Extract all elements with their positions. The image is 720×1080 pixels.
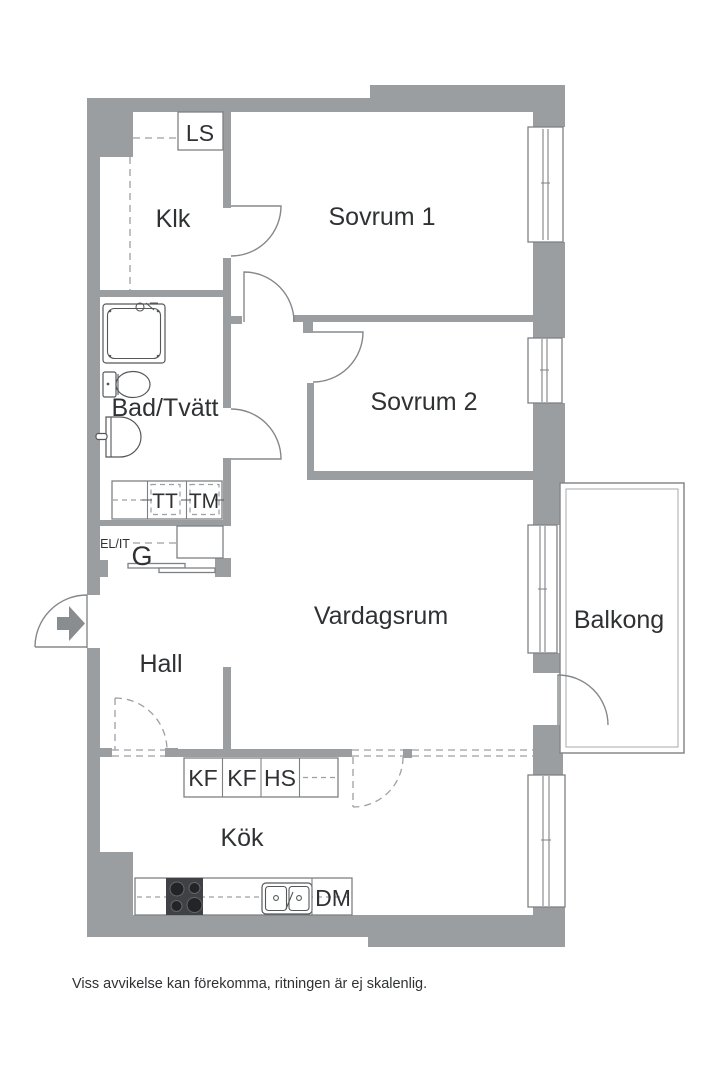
wall-segment <box>307 383 314 480</box>
label-kf2: KF <box>227 765 256 791</box>
wall-segment <box>87 98 100 595</box>
entrance-arrow-icon <box>57 606 85 641</box>
label-kok: Kök <box>220 824 264 852</box>
wall-segment <box>311 471 533 480</box>
wall-segment <box>293 315 533 322</box>
dashed-door-kok <box>352 756 404 808</box>
wall-segment <box>533 725 563 775</box>
opening-dash-vardagsrum <box>412 749 533 757</box>
wall-segment <box>100 560 108 577</box>
sliding-door-rail <box>127 562 186 569</box>
dashed-door-hall <box>114 697 168 751</box>
doors-layer <box>34 205 609 726</box>
kitchen-cabinet-row <box>183 757 339 798</box>
door-sovrum1 <box>243 271 295 323</box>
toilet-icon <box>102 370 151 399</box>
wall-segment <box>223 458 231 520</box>
laundry-bench <box>111 480 224 520</box>
door-klk <box>230 205 282 257</box>
label-kf1: KF <box>188 765 217 791</box>
sliding-door-rail <box>158 567 216 574</box>
window-sovrum2 <box>527 337 563 404</box>
wall-segment <box>533 242 565 338</box>
label-vardagsrum: Vardagsrum <box>314 602 448 630</box>
door-balkong <box>557 674 609 726</box>
opening-dash-hall <box>112 749 165 757</box>
wall-segment <box>165 748 178 757</box>
window-sovrum1 <box>527 126 564 243</box>
wall-segment <box>100 520 231 526</box>
wall-segment <box>403 749 412 758</box>
wall-segment <box>533 653 563 673</box>
label-tt: TT <box>152 490 178 513</box>
label-hs: HS <box>264 765 296 791</box>
disclaimer-text: Viss avvikelse kan förekomma, ritningen … <box>72 976 427 992</box>
door-sovrum2 <box>312 331 364 383</box>
wall-segment <box>223 320 231 408</box>
windows-layer <box>527 126 566 908</box>
ls-closet-box <box>177 111 224 151</box>
label-g: G <box>131 541 152 571</box>
bathroom-sink-icon <box>95 416 142 458</box>
fixtures-layer <box>95 111 353 916</box>
stove-icon <box>166 878 203 915</box>
wall-segment <box>87 915 368 937</box>
wall-segment <box>87 648 100 852</box>
wall-segment <box>231 316 242 324</box>
wall-segment <box>533 85 565 127</box>
wall-segment <box>87 98 133 157</box>
kitchen-counter <box>134 877 353 916</box>
klk-wardrobe-dash <box>129 137 178 290</box>
shower-icon <box>102 302 166 364</box>
label-balkong: Balkong <box>574 606 664 634</box>
wall-segment <box>178 749 352 757</box>
label-el-it: EL/IT <box>100 537 130 551</box>
wall-segment <box>223 112 231 208</box>
wall-segment <box>370 85 565 112</box>
opening-dash-kok <box>352 749 403 757</box>
label-klk: Klk <box>156 205 191 233</box>
door-entrance <box>34 594 88 648</box>
label-bad-tvatt: Bad/Tvätt <box>112 394 219 422</box>
door-bad-tvatt <box>230 408 282 460</box>
dashed-layer <box>112 137 533 808</box>
label-sovrum1: Sovrum 1 <box>329 203 436 231</box>
label-sovrum2: Sovrum 2 <box>371 388 478 416</box>
wall-segment <box>100 748 112 757</box>
balcony-outline <box>559 482 685 754</box>
label-hall: Hall <box>139 650 182 678</box>
wall-segment <box>223 258 231 320</box>
label-tm: TM <box>189 490 219 513</box>
window-vardagsrum <box>527 524 558 654</box>
wall-segment <box>100 290 231 297</box>
g-closet <box>127 525 224 574</box>
label-dm: DM <box>315 885 351 911</box>
wall-segment <box>87 852 133 927</box>
wall-segment <box>215 558 231 577</box>
wall-segment <box>368 915 565 947</box>
wall-segment <box>303 322 313 333</box>
kitchen-sink-icon <box>261 882 313 915</box>
labels-layer: LS Klk Sovrum 1 Sovrum 2 Bad/Tvätt TT TM… <box>72 120 664 992</box>
wall-segment <box>223 667 231 757</box>
label-ls: LS <box>186 120 214 146</box>
window-kok <box>527 774 566 908</box>
